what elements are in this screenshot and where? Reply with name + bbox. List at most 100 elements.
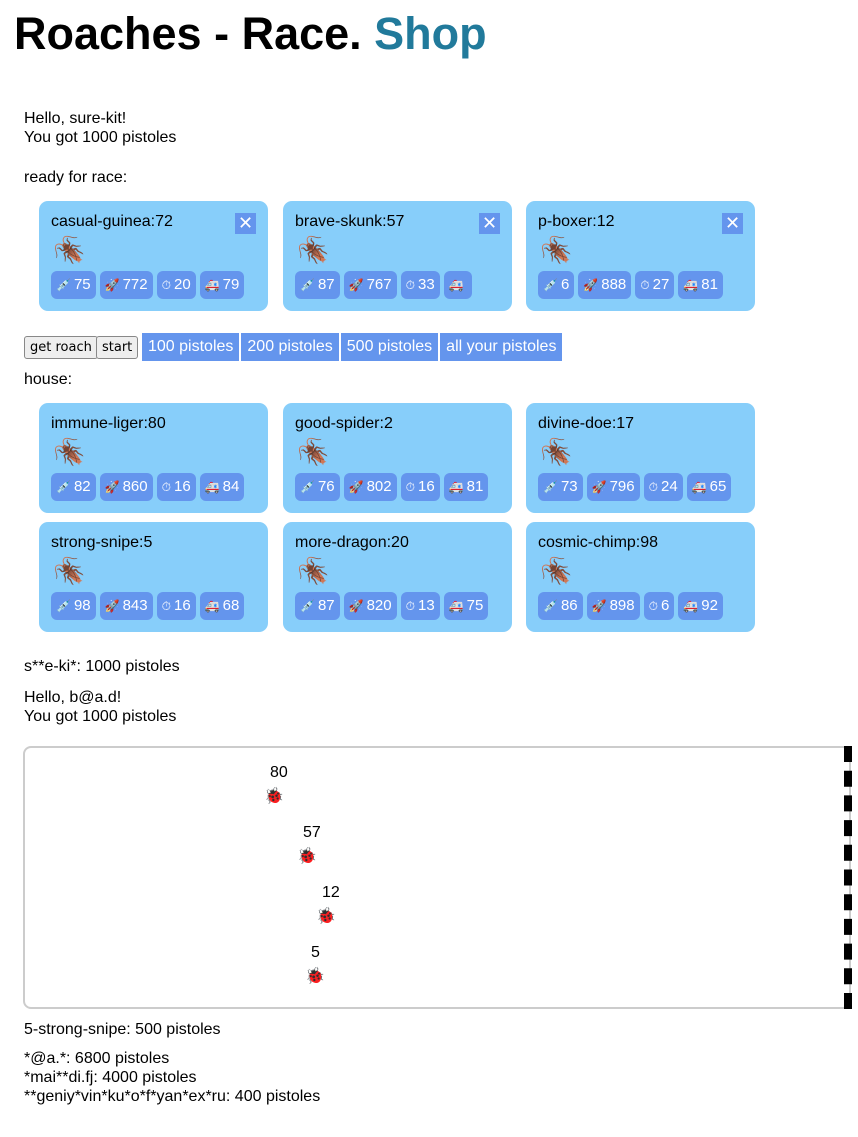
stat-value: 87 <box>317 597 335 614</box>
page-title: Roaches - Race. Shop <box>14 8 487 60</box>
stat-badge: 🚀796 <box>586 473 640 501</box>
bet-option[interactable]: 500 pistoles <box>340 333 439 361</box>
roach-stats: 💉6🚀888⏱27🚑81 <box>538 271 723 299</box>
stat-badge: ⏱13 <box>400 592 440 620</box>
close-icon[interactable]: ✕ <box>722 213 743 234</box>
roach-card[interactable]: more-dragon:20🪳💉87🚀820⏱13🚑75 <box>283 522 512 632</box>
roach-stats: 💉75🚀772⏱20🚑79 <box>51 271 245 299</box>
stat-badge: ⏱16 <box>156 592 196 620</box>
stat-value: 802 <box>366 478 392 495</box>
ambulance-icon: 🚑 <box>448 278 464 292</box>
stat-badge: 🚑 <box>443 271 472 299</box>
roach-stats: 💉87🚀767⏱33🚑 <box>295 271 472 299</box>
close-icon[interactable]: ✕ <box>479 213 500 234</box>
ambulance-icon: 🚑 <box>683 599 699 613</box>
stat-badge: 🚑92 <box>678 592 723 620</box>
stat-badge: 🚀898 <box>586 592 640 620</box>
roach-card[interactable]: p-boxer:12🪳✕💉6🚀888⏱27🚑81 <box>526 201 755 311</box>
stat-value: 16 <box>174 478 191 495</box>
roach-icon: 🪳 <box>297 437 330 467</box>
stat-badge: 💉6 <box>538 271 575 299</box>
rocket-icon: 🚀 <box>348 599 364 613</box>
stat-value: 6 <box>560 276 570 293</box>
roach-card[interactable]: immune-liger:80🪳💉82🚀860⏱16🚑84 <box>39 403 268 513</box>
bet-option[interactable]: 100 pistoles <box>142 333 240 361</box>
stat-value: 767 <box>366 276 392 293</box>
rocket-icon: 🚀 <box>583 278 599 292</box>
stat-value: 81 <box>466 478 484 495</box>
roach-icon: 🪳 <box>297 556 330 586</box>
roach-name: immune-liger:80 <box>51 415 166 432</box>
roach-name: good-spider:2 <box>295 415 393 432</box>
syringe-icon: 💉 <box>543 278 558 292</box>
roach-card[interactable]: good-spider:2🪳💉76🚀802⏱16🚑81 <box>283 403 512 513</box>
roach-icon: 🪳 <box>53 437 86 467</box>
leaderboard-entry: *mai**di.fj: 4000 pistoles <box>24 1069 197 1086</box>
stopwatch-icon: ⏱ <box>648 599 658 613</box>
stat-value: 82 <box>73 478 91 495</box>
get-roach-button[interactable]: get roach <box>24 336 98 359</box>
ambulance-icon: 🚑 <box>448 480 464 494</box>
stat-badge: 🚀843 <box>99 592 153 620</box>
stat-value: 843 <box>122 597 148 614</box>
stopwatch-icon: ⏱ <box>161 480 171 494</box>
stat-badge: 💉73 <box>538 473 583 501</box>
stat-value: 24 <box>661 478 678 495</box>
roach-icon: 🐞 <box>264 788 284 805</box>
stat-value: 86 <box>560 597 578 614</box>
stat-value: 68 <box>222 597 240 614</box>
start-button[interactable]: start <box>96 336 139 359</box>
roach-icon: 🪳 <box>297 235 330 265</box>
stat-badge: ⏱33 <box>400 271 440 299</box>
rocket-icon: 🚀 <box>348 480 364 494</box>
stat-badge: 🚀820 <box>343 592 397 620</box>
stat-value: 65 <box>709 478 727 495</box>
roach-stats: 💉82🚀860⏱16🚑84 <box>51 473 245 501</box>
stat-value: 79 <box>222 276 240 293</box>
ambulance-icon: 🚑 <box>683 278 699 292</box>
stat-badge: 🚑65 <box>686 473 732 501</box>
syringe-icon: 💉 <box>300 278 315 292</box>
close-icon[interactable]: ✕ <box>235 213 256 234</box>
roach-name: cosmic-chimp:98 <box>538 534 659 551</box>
roach-stats: 💉86🚀898⏱6🚑92 <box>538 592 723 620</box>
roach-icon: 🪳 <box>53 235 86 265</box>
roach-name: casual-guinea:72 <box>51 213 173 230</box>
stat-value: 888 <box>601 276 627 293</box>
shop-link[interactable]: Shop <box>374 8 487 59</box>
racer: 57🐞 <box>297 824 321 866</box>
syringe-icon: 💉 <box>56 278 71 292</box>
stat-badge: 🚑79 <box>199 271 245 299</box>
bet-option[interactable]: all your pistoles <box>440 333 563 361</box>
rocket-icon: 🚀 <box>591 599 607 613</box>
stat-badge: 🚀772 <box>99 271 153 299</box>
racer-number: 57 <box>303 824 321 841</box>
stat-value: 87 <box>317 276 335 293</box>
stat-value: 27 <box>652 276 670 293</box>
ambulance-icon: 🚑 <box>204 599 220 613</box>
roach-card[interactable]: divine-doe:17🪳💉73🚀796⏱24🚑65 <box>526 403 755 513</box>
stat-value: 796 <box>609 478 635 495</box>
bet-option[interactable]: 200 pistoles <box>241 333 339 361</box>
stat-badge: 🚑81 <box>443 473 489 501</box>
stat-value: 860 <box>122 478 148 495</box>
stopwatch-icon: ⏱ <box>648 480 658 494</box>
stopwatch-icon: ⏱ <box>161 599 171 613</box>
roach-icon: 🪳 <box>540 437 573 467</box>
syringe-icon: 💉 <box>543 480 558 494</box>
roach-card[interactable]: casual-guinea:72 🪳 ✕ 💉75🚀772⏱20🚑79 <box>39 201 268 311</box>
racer: 80 🐞 <box>264 764 288 806</box>
stat-badge: 🚑81 <box>678 271 723 299</box>
stat-badge: ⏱16 <box>400 473 440 501</box>
racer-number: 80 <box>270 764 288 781</box>
stat-value: 92 <box>701 597 718 614</box>
roach-card[interactable]: strong-snipe:5🪳💉98🚀843⏱16🚑68 <box>39 522 268 632</box>
title-text: Roaches - Race. <box>14 8 362 59</box>
roach-card[interactable]: brave-skunk:57🪳✕💉87🚀767⏱33🚑 <box>283 201 512 311</box>
bet-line: s**e-ki*: 1000 pistoles <box>24 658 180 675</box>
rocket-icon: 🚀 <box>591 480 607 494</box>
ready-label: ready for race: <box>24 169 128 186</box>
roach-card[interactable]: cosmic-chimp:98🪳💉86🚀898⏱6🚑92 <box>526 522 755 632</box>
finish-line <box>844 746 852 1009</box>
stopwatch-icon: ⏱ <box>405 480 415 494</box>
